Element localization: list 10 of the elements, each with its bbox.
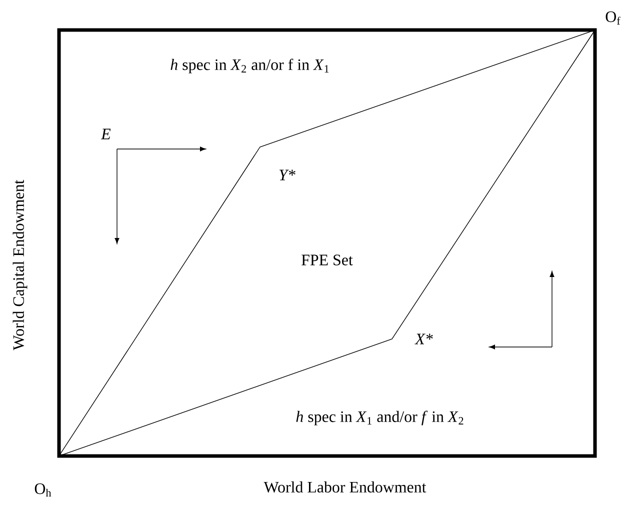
region-label: h spec in X$_{2}$ an/or f in X$_{1}$ [170,58,329,74]
fpe-set-region: FPE Set [302,254,353,266]
corner-label: O$_{f}$ [606,11,620,25]
region-label: h spec in X$_{1}$ and/or f in X$_{2}$ [296,410,464,426]
axis-label: World Labor Endowment [264,481,426,493]
corner-label: O$_{h}$ [34,483,52,497]
point-label: E [100,128,111,140]
point-label: X* [414,334,433,344]
point-label: Y* [280,170,296,180]
axis-label: World Capital Endowment [12,180,28,350]
